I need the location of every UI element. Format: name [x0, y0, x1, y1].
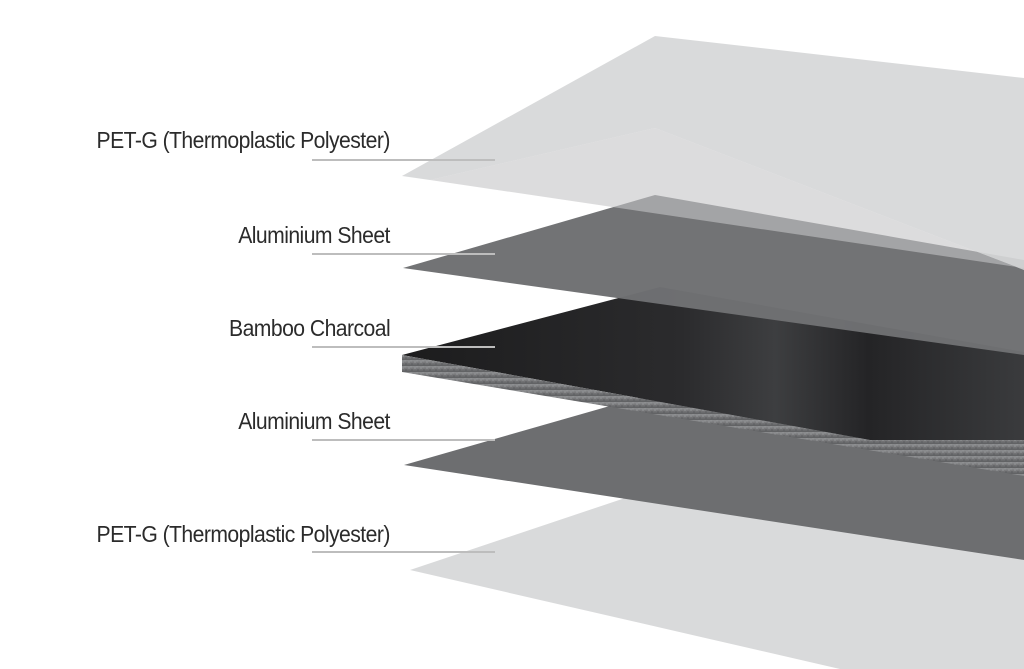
label-bottom-petg: PET-G (Thermoplastic Polyester)	[96, 521, 391, 547]
label-bamboo-charcoal: Bamboo Charcoal	[228, 315, 391, 341]
label-upper-aluminium: Aluminium Sheet	[238, 222, 390, 248]
label-top-petg: PET-G (Thermoplastic Polyester)	[96, 127, 391, 153]
bamboo-charcoal-edge	[402, 355, 1024, 476]
top-petg-sheet	[402, 36, 1024, 270]
label-lower-aluminium: Aluminium Sheet	[238, 408, 390, 434]
top-petg-sheet-fold	[430, 128, 1024, 270]
